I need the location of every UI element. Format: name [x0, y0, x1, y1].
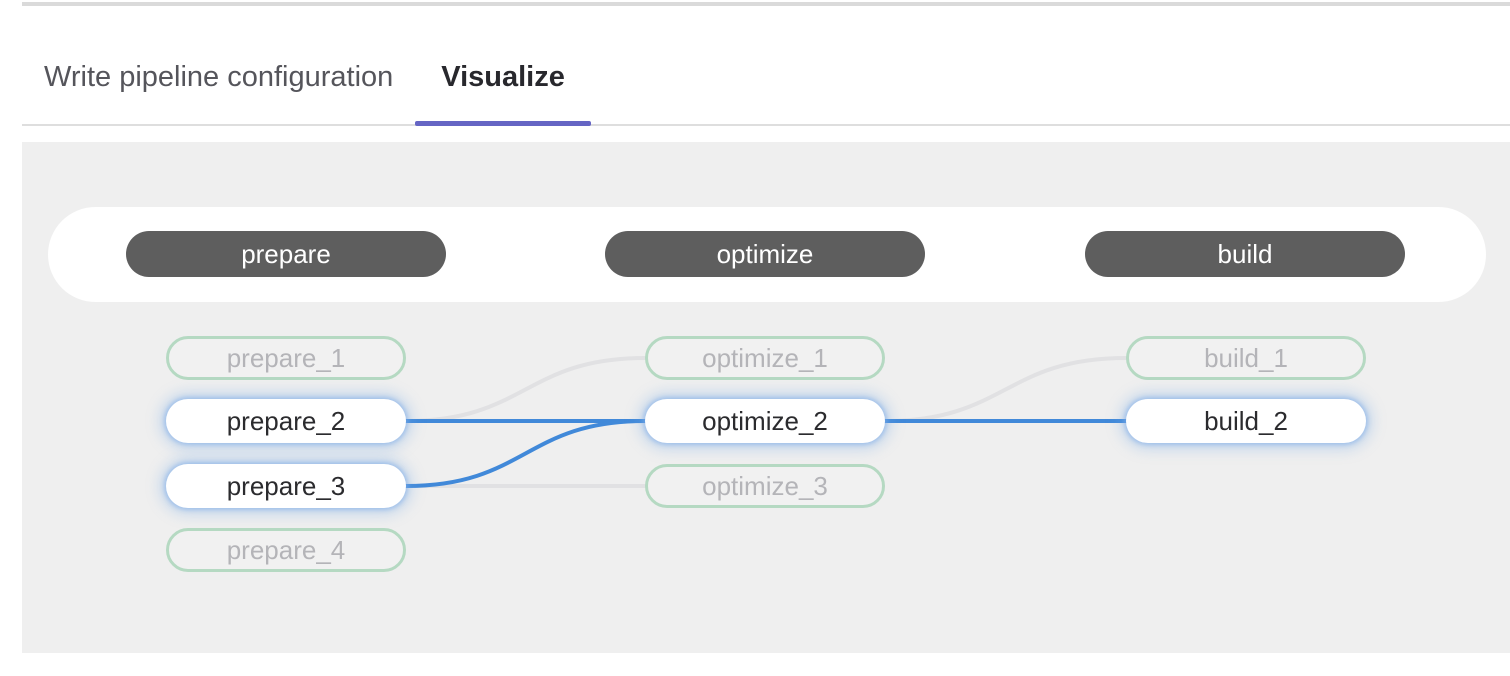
- job-node[interactable]: prepare_3: [166, 464, 406, 508]
- job-label: build_1: [1204, 342, 1288, 373]
- stage-pill-build: build: [1085, 231, 1405, 277]
- job-label: prepare_1: [226, 342, 346, 373]
- job-node[interactable]: prepare_2: [166, 399, 406, 443]
- job-label: prepare_2: [226, 405, 346, 436]
- active-tab-indicator: [415, 121, 591, 126]
- tab-visualize[interactable]: Visualize: [415, 30, 591, 126]
- job-label: optimize_2: [702, 405, 828, 436]
- edge-prepare_2-to-optimize_1: [404, 356, 647, 423]
- job-node[interactable]: optimize_2: [645, 399, 885, 443]
- pipeline-graph: prepare optimize build prepare_1 prepare…: [22, 142, 1510, 653]
- job-node[interactable]: optimize_3: [645, 464, 885, 508]
- edge-optimize_2-to-build_1: [883, 356, 1128, 423]
- tab-write-pipeline-configuration[interactable]: Write pipeline configuration: [22, 30, 415, 124]
- edge-prepare_3-to-optimize_2: [404, 419, 647, 488]
- stage-label: optimize: [716, 238, 814, 269]
- stage-pill-prepare: prepare: [126, 231, 446, 277]
- job-node[interactable]: prepare_1: [166, 336, 406, 380]
- tab-label: Write pipeline configuration: [44, 60, 394, 93]
- job-label: optimize_3: [702, 470, 828, 501]
- job-label: optimize_1: [702, 342, 828, 373]
- job-node[interactable]: prepare_4: [166, 528, 406, 572]
- job-node[interactable]: build_2: [1126, 399, 1366, 443]
- stage-label: build: [1217, 238, 1273, 269]
- stage-label: prepare: [241, 238, 331, 269]
- job-node[interactable]: optimize_1: [645, 336, 885, 380]
- job-node[interactable]: build_1: [1126, 336, 1366, 380]
- job-label: build_2: [1204, 405, 1288, 436]
- tab-bar: Write pipeline configuration Visualize: [22, 30, 1510, 126]
- pipeline-edges: [404, 356, 1128, 489]
- top-divider: [22, 2, 1510, 6]
- tab-label: Visualize: [441, 60, 565, 93]
- job-label: prepare_3: [226, 470, 346, 501]
- stage-pill-optimize: optimize: [605, 231, 925, 277]
- job-label: prepare_4: [226, 534, 346, 565]
